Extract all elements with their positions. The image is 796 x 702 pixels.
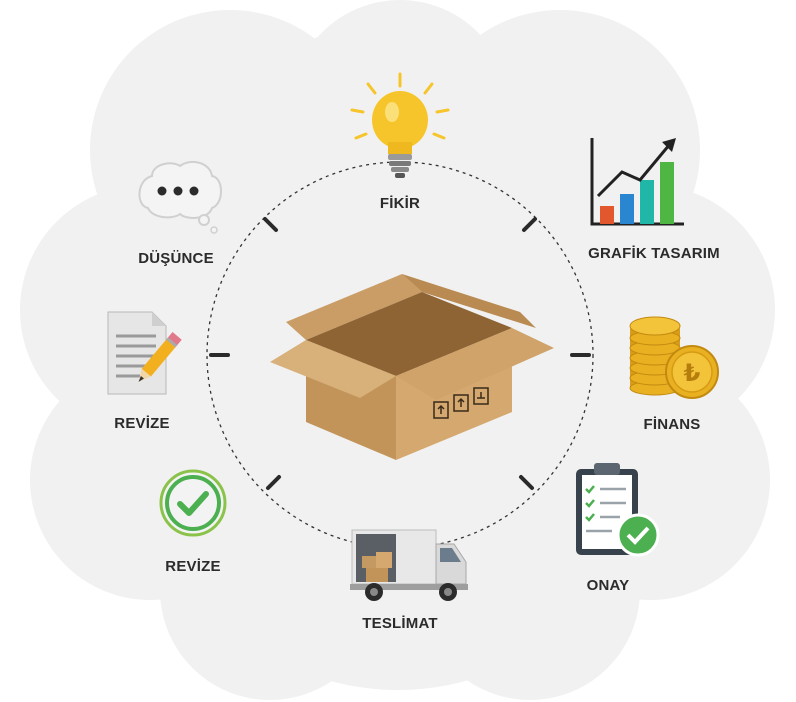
thought-bubble-icon — [138, 160, 222, 234]
delivery-truck-icon — [350, 529, 468, 601]
label-onay: ONAY — [586, 577, 630, 594]
growth-chart-icon — [590, 138, 684, 226]
clipboard-checklist-icon — [576, 463, 660, 557]
document-pencil-icon — [107, 311, 182, 395]
open-cardboard-box-icon — [270, 274, 554, 460]
label-revize-doc: REVİZE — [114, 415, 170, 432]
check-circle-icon — [159, 469, 227, 537]
label-teslimat: TESLİMAT — [362, 615, 438, 632]
label-finans: FİNANS — [643, 416, 701, 433]
label-fikir: FİKİR — [379, 195, 421, 212]
label-grafik-tasarim: GRAFİK TASARIM — [588, 245, 720, 262]
label-dusunce: DÜŞÜNCE — [138, 250, 214, 267]
lightbulb-icon — [350, 72, 450, 178]
svg-text:₺: ₺ — [684, 359, 701, 387]
lira-coins-icon: ₺ — [629, 316, 719, 399]
label-revize-check: REVİZE — [165, 558, 221, 575]
